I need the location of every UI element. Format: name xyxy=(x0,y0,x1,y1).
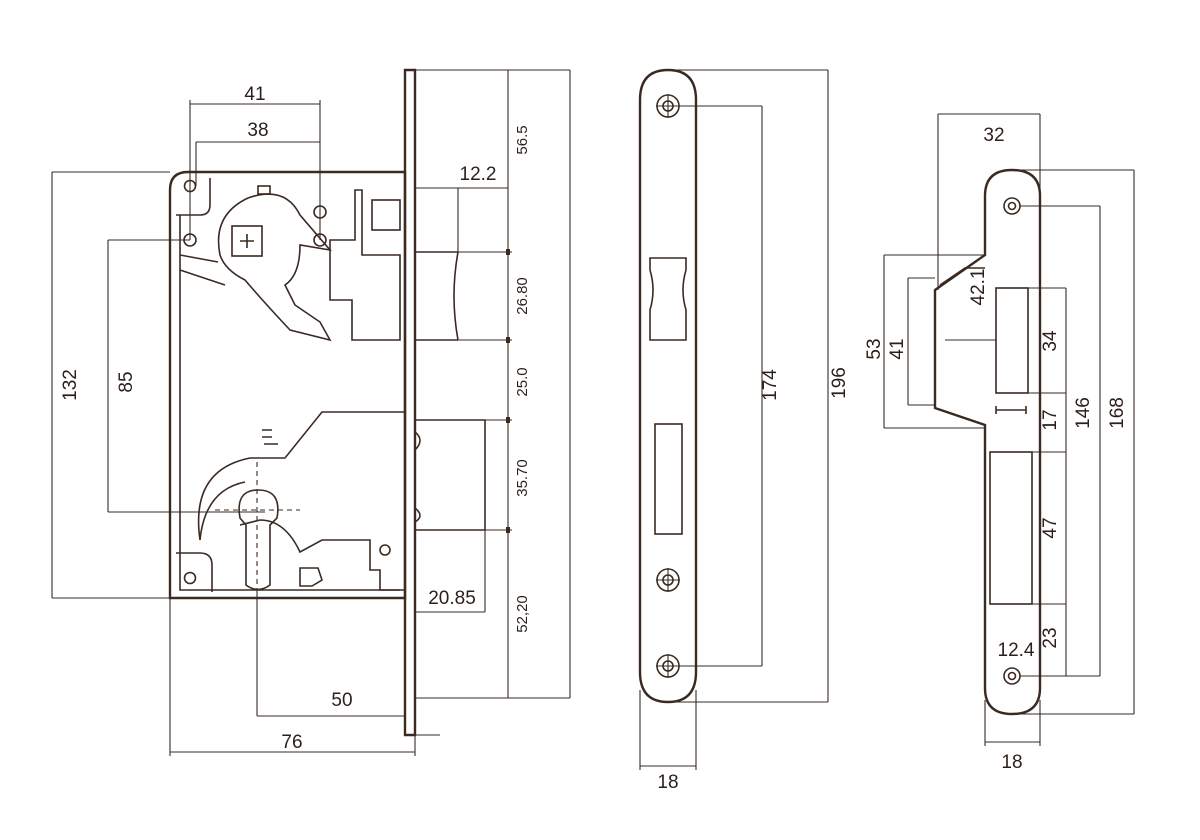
strike-screw-top-inner xyxy=(1007,201,1017,211)
latch-pin xyxy=(257,185,271,195)
follower-hub xyxy=(217,193,333,342)
dim-line-174 xyxy=(680,105,763,667)
dim-line-132 xyxy=(51,171,170,599)
dead-bolt-notches xyxy=(414,431,421,523)
bolt-hole xyxy=(379,544,391,556)
dim-line-41 xyxy=(189,100,321,240)
lock-case-inner xyxy=(179,215,400,591)
dim-168-label: 168 xyxy=(1107,397,1128,429)
tick-1 xyxy=(506,249,510,255)
dim-50-label: 50 xyxy=(331,690,352,711)
dim-47-label: 47 xyxy=(1040,517,1061,538)
corner-tab-top xyxy=(176,178,211,216)
dim-12-4-label: 12.4 xyxy=(998,640,1035,661)
dim-18-strike-label: 18 xyxy=(1001,752,1022,773)
dim-line-12-2 xyxy=(415,187,508,252)
cam-arc-inner xyxy=(199,481,246,541)
latch-bolt xyxy=(415,251,459,341)
strike-latch-slot xyxy=(995,287,1029,394)
dim-23-label: 23 xyxy=(1040,627,1061,648)
dim-line-53 xyxy=(883,254,985,429)
dim-17-label: 17 xyxy=(1040,409,1061,430)
tick-2 xyxy=(506,337,510,343)
spring-marks xyxy=(262,429,278,445)
dim-41-strike-label: 41 xyxy=(887,338,908,359)
spindle-cross xyxy=(240,234,254,248)
corner-tab-bottom xyxy=(176,552,213,592)
dim-196-label: 196 xyxy=(829,367,850,399)
cam-stop xyxy=(299,567,323,587)
euro-cylinder-profile xyxy=(238,489,279,591)
strike-outline xyxy=(933,168,1042,716)
dim-line-20-85 xyxy=(415,530,486,613)
strike-lip-top xyxy=(939,267,985,286)
dim-26-80-label: 26.80 xyxy=(514,277,531,315)
dim-line-18-faceplate xyxy=(639,690,697,770)
faceplate-bolt-opening xyxy=(654,423,683,535)
dim-line-strike-chain xyxy=(1020,287,1067,677)
screw-mid-cross xyxy=(656,568,680,592)
screw-hole-bottom-left xyxy=(183,571,197,585)
lock-case-outline xyxy=(168,170,407,600)
dim-line-196 xyxy=(668,69,829,703)
latch-mechanism xyxy=(329,189,401,341)
dim-38-label: 38 xyxy=(247,120,268,141)
dim-34-label: 34 xyxy=(1040,330,1061,352)
latch-spring-box xyxy=(371,199,401,231)
dim-76-label: 76 xyxy=(281,732,302,753)
dim-56-5-label: 56.5 xyxy=(514,125,531,154)
faceplate-view: 174 196 18 xyxy=(638,68,850,793)
dim-146-label: 146 xyxy=(1073,397,1094,429)
dim-line-18-strike xyxy=(984,700,1041,746)
dim-42-1-label: 42.1 xyxy=(968,269,989,306)
lever-lines xyxy=(179,254,226,286)
dim-18-faceplate-label: 18 xyxy=(657,772,678,793)
dim-174-label: 174 xyxy=(760,369,781,401)
dim-53-label: 53 xyxy=(864,338,885,359)
forend-plate xyxy=(403,68,417,737)
cylinder-cam-housing xyxy=(197,411,406,591)
dim-line-146 xyxy=(1020,205,1101,677)
square-spindle xyxy=(231,225,263,257)
dim-20-85-label: 20.85 xyxy=(428,588,476,609)
dim-85-label: 85 xyxy=(116,371,137,392)
screw-top-cross xyxy=(656,94,680,118)
dim-line-vertical-chain xyxy=(415,69,571,699)
dead-bolt xyxy=(415,419,486,531)
dim-line-85 xyxy=(107,239,265,513)
dim-chain-ticks xyxy=(415,251,512,531)
screw-bottom-cross xyxy=(656,654,680,678)
dim-line-168 xyxy=(1012,169,1135,715)
dim-line-38 xyxy=(195,141,320,186)
dim-12-2-label: 12.2 xyxy=(460,164,497,185)
dim-line-76 xyxy=(169,598,440,756)
strike-gap-marker xyxy=(995,406,1027,414)
dim-35-70-label: 35.70 xyxy=(514,459,531,497)
faceplate-latch-opening xyxy=(649,257,687,341)
dim-32-label: 32 xyxy=(983,125,1004,146)
tick-3 xyxy=(506,417,510,423)
dim-line-50 xyxy=(256,590,405,717)
dim-25-0-label: 25.0 xyxy=(514,367,531,396)
faceplate-outline xyxy=(638,68,698,704)
strike-screw-bottom-inner xyxy=(1007,671,1017,681)
strike-screw-bottom xyxy=(1003,667,1021,685)
tick-4 xyxy=(506,527,510,533)
dim-line-41-strike xyxy=(907,277,935,406)
strike-bolt-slot xyxy=(989,451,1033,605)
cylinder-centerlines xyxy=(215,462,300,590)
dim-line-32 xyxy=(937,113,1041,290)
dim-41-label: 41 xyxy=(244,84,265,105)
dim-132-label: 132 xyxy=(60,369,81,401)
lock-body-view: 41 38 132 85 50 76 12.2 20.85 56.5 26.80… xyxy=(51,68,571,756)
strike-screw-top xyxy=(1003,197,1021,215)
strike-plate-view: 32 53 41 42.1 34 17 47 23 146 168 12.4 1… xyxy=(864,113,1135,773)
dim-52-20-label: 52,20 xyxy=(514,595,531,633)
